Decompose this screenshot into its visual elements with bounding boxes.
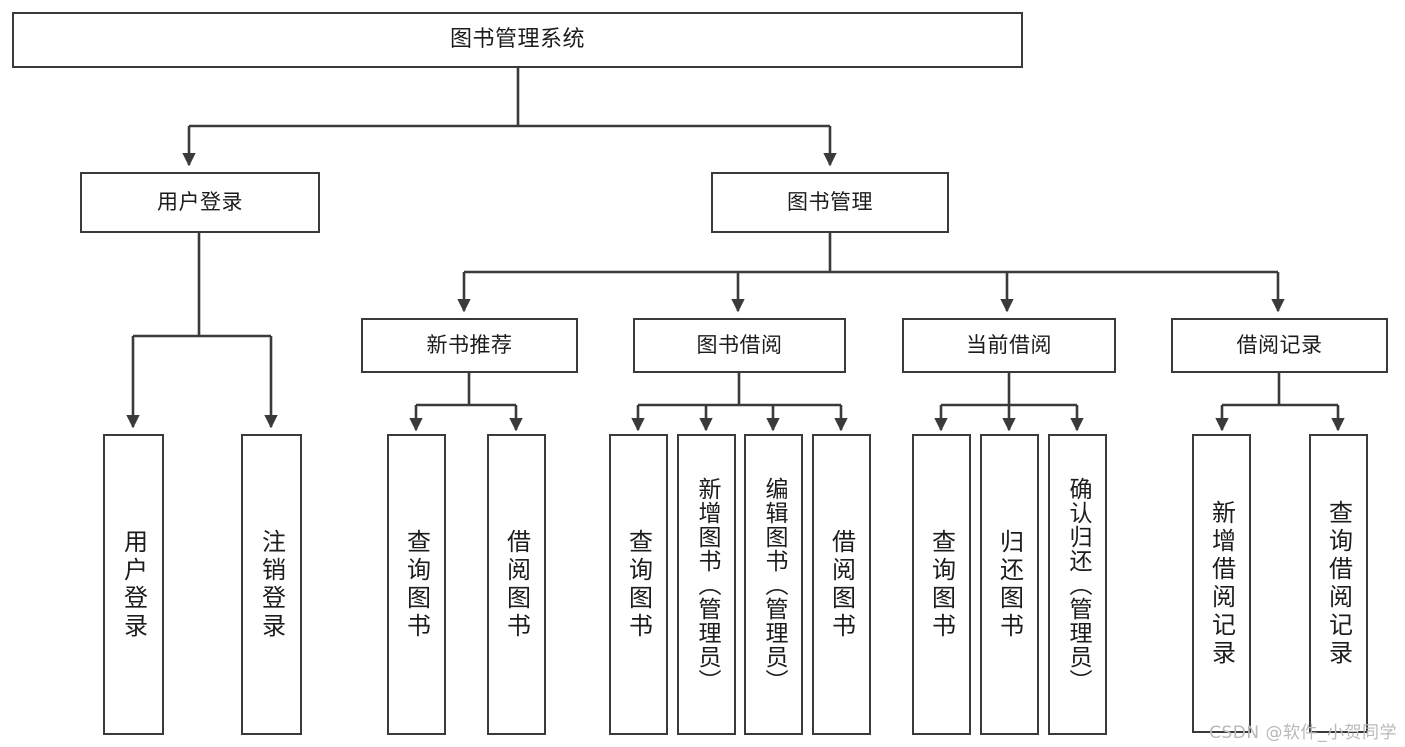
node-label: 归还图书 bbox=[995, 528, 1024, 641]
node-label: 新书推荐 bbox=[426, 332, 513, 357]
node-label: 用户登录 bbox=[157, 189, 243, 214]
node-leaf-query-borrow-record[interactable]: 查询借阅记录 bbox=[1309, 434, 1368, 733]
node-label: 图书管理系统 bbox=[449, 26, 585, 52]
node-leaf-query-book-2[interactable]: 查询图书 bbox=[609, 434, 668, 735]
node-borrow-record[interactable]: 借阅记录 bbox=[1171, 318, 1388, 373]
node-book-management[interactable]: 图书管理 bbox=[711, 172, 949, 233]
node-label: 查询图书 bbox=[624, 528, 653, 641]
node-label: 借阅图书 bbox=[502, 528, 531, 641]
node-label: 用户登录 bbox=[119, 528, 148, 641]
node-label: 借阅图书 bbox=[827, 528, 856, 641]
node-label: 借阅记录 bbox=[1236, 332, 1323, 357]
node-leaf-add-borrow-record[interactable]: 新增借阅记录 bbox=[1192, 434, 1251, 733]
node-leaf-user-logout[interactable]: 注销登录 bbox=[241, 434, 302, 735]
node-label: 当前借阅 bbox=[966, 332, 1052, 357]
node-leaf-borrow-book-1[interactable]: 借阅图书 bbox=[487, 434, 546, 735]
node-new-book-recommend[interactable]: 新书推荐 bbox=[361, 318, 578, 373]
node-leaf-query-book-1[interactable]: 查询图书 bbox=[387, 434, 446, 735]
node-label: 新增借阅记录 bbox=[1207, 499, 1236, 668]
watermark-text: CSDN @软件_小贺同学 bbox=[1209, 723, 1397, 743]
node-current-borrow[interactable]: 当前借阅 bbox=[902, 318, 1116, 373]
node-leaf-return-book[interactable]: 归还图书 bbox=[980, 434, 1039, 735]
node-leaf-query-book-3[interactable]: 查询图书 bbox=[912, 434, 971, 735]
node-label: 编辑图书（管理员） bbox=[761, 476, 787, 693]
node-label: 注销登录 bbox=[257, 528, 286, 641]
node-leaf-add-book-admin[interactable]: 新增图书（管理员） bbox=[677, 434, 736, 735]
node-book-borrow[interactable]: 图书借阅 bbox=[633, 318, 846, 373]
node-label: 确认归还（管理员） bbox=[1065, 476, 1091, 693]
node-label: 新增图书（管理员） bbox=[694, 476, 720, 693]
node-user-login[interactable]: 用户登录 bbox=[80, 172, 320, 233]
node-label: 图书管理 bbox=[787, 189, 873, 214]
node-root-system[interactable]: 图书管理系统 bbox=[12, 12, 1023, 68]
node-leaf-user-login[interactable]: 用户登录 bbox=[103, 434, 164, 735]
node-label: 查询图书 bbox=[927, 528, 956, 641]
node-leaf-borrow-book-2[interactable]: 借阅图书 bbox=[812, 434, 871, 735]
node-leaf-confirm-return-admin[interactable]: 确认归还（管理员） bbox=[1048, 434, 1107, 735]
node-label: 查询借阅记录 bbox=[1324, 499, 1353, 668]
node-leaf-edit-book-admin[interactable]: 编辑图书（管理员） bbox=[744, 434, 803, 735]
node-label: 查询图书 bbox=[402, 528, 431, 641]
node-label: 图书借阅 bbox=[696, 332, 783, 357]
